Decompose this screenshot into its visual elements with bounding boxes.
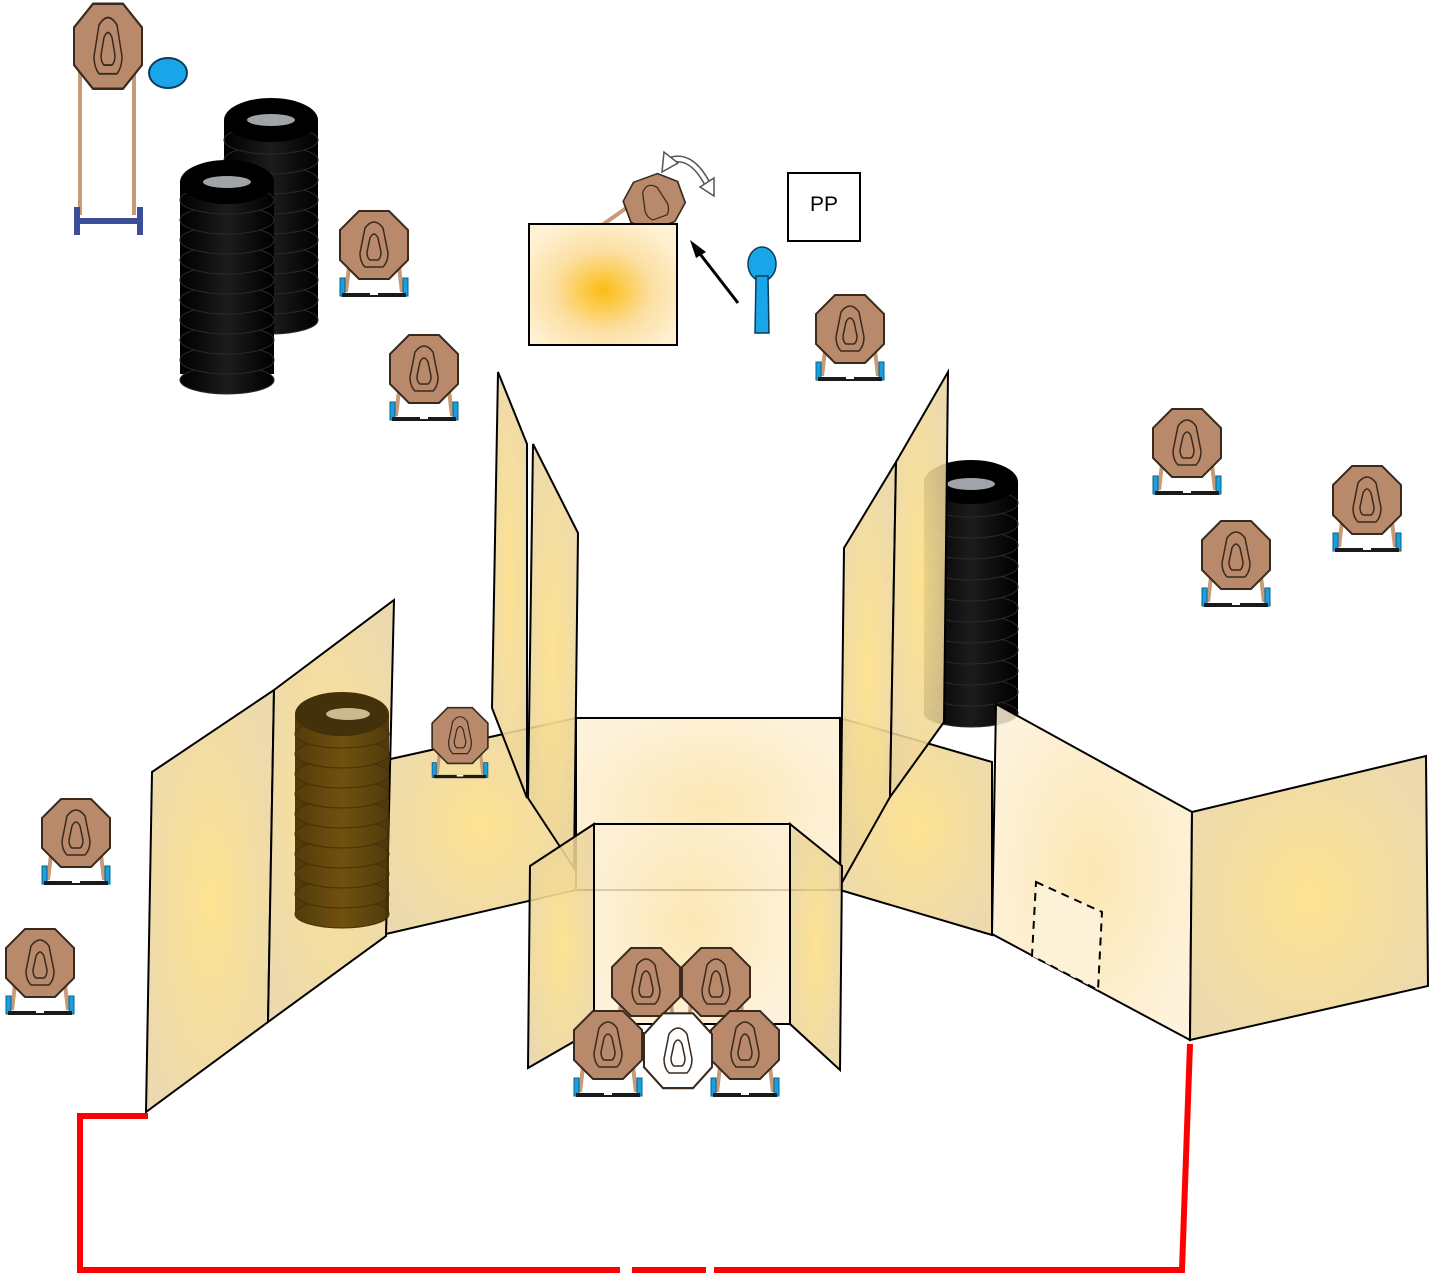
no-shoot-target-icon: [643, 1012, 713, 1090]
wall-panel: [990, 702, 1194, 1042]
wall-panel: [490, 371, 528, 799]
tire-stack-front: [179, 160, 275, 395]
door-opening: [1030, 880, 1104, 992]
wall-panel: [526, 443, 580, 872]
paper-target-icon: [1151, 407, 1223, 497]
rotate-arrows-icon: [661, 150, 715, 198]
activation-arrow-icon: [690, 240, 740, 304]
paper-target-icon: [814, 293, 886, 383]
tire-stack-behind-wall: [294, 692, 390, 929]
wall-panel: [1188, 754, 1430, 1042]
wall-panel: [789, 821, 844, 1073]
start-position-label: PP: [810, 193, 838, 216]
paper-target-icon: [40, 797, 112, 887]
paper-target-icon: [1200, 519, 1272, 609]
start-position-box: PP: [787, 172, 861, 242]
wall-panel: [888, 368, 950, 801]
paper-target-icon: [338, 209, 410, 299]
pole-mounted-target: [73, 2, 143, 235]
paper-target-icon: [4, 927, 76, 1017]
popper-icon: [747, 246, 777, 334]
paper-target-icon: [572, 1009, 644, 1099]
paper-target-icon: [1331, 464, 1403, 554]
fault-line: [77, 1043, 1193, 1273]
wall-panel: [144, 688, 276, 1115]
paper-target-icon: [709, 1009, 781, 1099]
paper-target-icon: [388, 333, 460, 423]
activator-box: [528, 223, 678, 346]
mini-popper-icon: [148, 57, 188, 89]
